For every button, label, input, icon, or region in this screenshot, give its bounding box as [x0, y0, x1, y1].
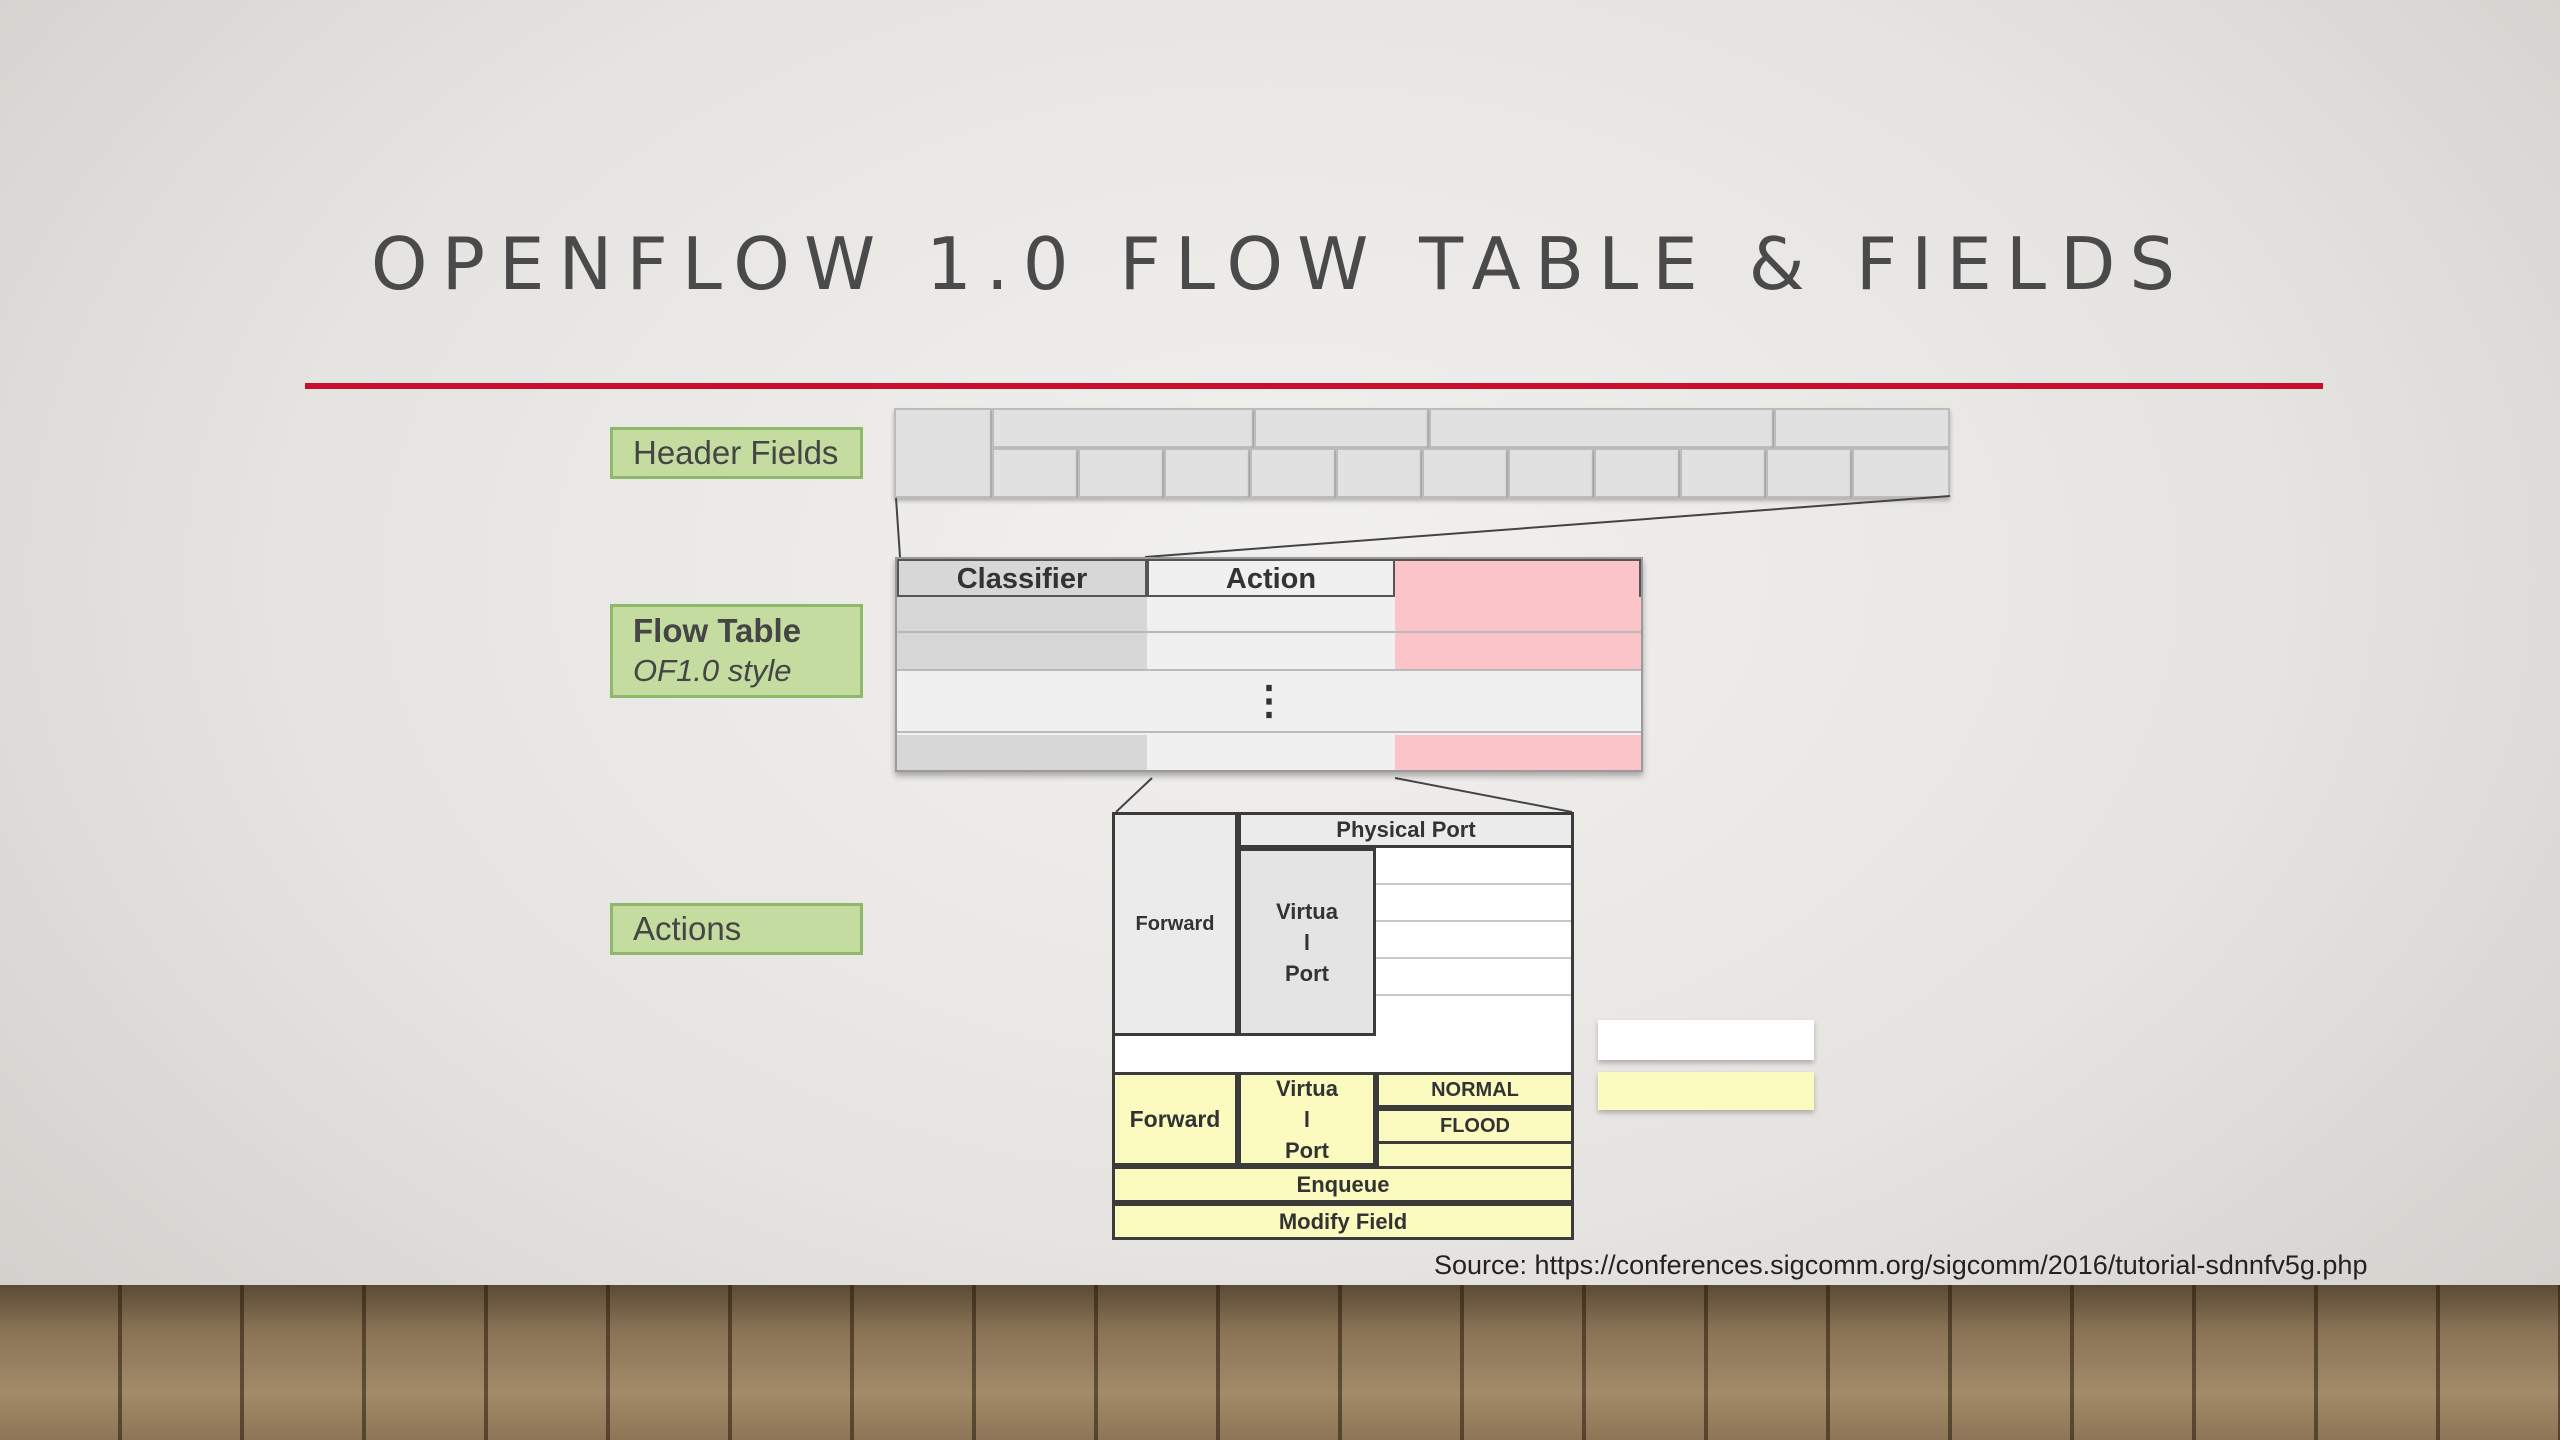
- header-field-cell: [992, 448, 1078, 498]
- wood-floor-background: [0, 1285, 2560, 1440]
- action-virtual-port: Virtua l Port: [1238, 848, 1376, 1036]
- header-field-cell: [1852, 448, 1950, 498]
- flow-table: Classifier Action ⋮: [895, 557, 1643, 772]
- header-field-cell: [1508, 448, 1594, 498]
- label-actions-text: Actions: [633, 910, 742, 947]
- header-field-cell: [1078, 448, 1164, 498]
- flow-entry-classifier: [897, 735, 1147, 770]
- virtual-port-list: [1376, 848, 1574, 1036]
- label-flow-table-style: OF1.0 style: [633, 653, 792, 688]
- label-flow-table: Flow Table OF1.0 style: [610, 604, 863, 698]
- header-field-cell: [1422, 448, 1508, 498]
- actions-table: Forward Physical Port Virtua l Port Forw…: [1112, 812, 1574, 1240]
- header-field-cell: [1429, 408, 1774, 448]
- virtual-port-slot: [1376, 922, 1571, 959]
- header-field-cell: [1164, 448, 1250, 498]
- flow-entry-action: [1147, 735, 1395, 770]
- flow-table-ellipsis: ⋮: [897, 669, 1641, 733]
- action-physical-port: Physical Port: [1238, 812, 1574, 848]
- flow-entry-stats: [1395, 735, 1641, 770]
- connector-line: [1115, 777, 1153, 813]
- legend-required-swatch: [1598, 1020, 1814, 1060]
- flow-entry-action: [1147, 597, 1395, 633]
- flow-table-header-classifier: Classifier: [897, 559, 1147, 597]
- action-virtual-port-yellow: Virtua l Port: [1238, 1072, 1376, 1166]
- flow-entry-stats: [1395, 633, 1641, 669]
- flow-entry-classifier: [897, 597, 1147, 633]
- flow-entry-action: [1147, 633, 1395, 669]
- virtual-port-slot: [1376, 885, 1571, 922]
- action-filler: [1376, 1144, 1574, 1166]
- header-field-cell: [1254, 408, 1429, 448]
- label-header-fields-text: Header Fields: [633, 434, 839, 471]
- legend-optional-swatch: [1598, 1072, 1814, 1110]
- action-modify-field: Modify Field: [1112, 1203, 1574, 1240]
- label-flow-table-text: Flow Table: [633, 612, 802, 649]
- virtual-port-slot: [1376, 848, 1571, 885]
- action-forward: Forward: [1112, 812, 1238, 1036]
- action-flood: FLOOD: [1376, 1108, 1574, 1144]
- action-enqueue: Enqueue: [1112, 1166, 1574, 1203]
- virtual-port-slot: [1376, 959, 1571, 996]
- connector-line: [1144, 495, 1951, 558]
- label-actions: Actions: [610, 903, 863, 955]
- header-field-cell: [1680, 448, 1766, 498]
- header-field-cell: [992, 408, 1254, 448]
- action-forward-yellow: Forward: [1112, 1072, 1238, 1166]
- flow-entry-stats: [1395, 597, 1641, 633]
- header-fields-strip: [894, 408, 1950, 498]
- flow-entry-classifier: [897, 633, 1147, 669]
- header-field-cell: [1594, 448, 1680, 498]
- actions-spacer-row: [1112, 1036, 1574, 1072]
- title-divider: [305, 383, 2323, 389]
- header-field-cell: [1250, 448, 1336, 498]
- virtual-port-slot: [1376, 996, 1571, 1033]
- header-field-cell: [1774, 408, 1950, 448]
- header-field-cell: [1336, 448, 1422, 498]
- header-field-cell: [894, 408, 992, 498]
- action-normal: NORMAL: [1376, 1072, 1574, 1108]
- flow-table-header-stats: [1395, 559, 1641, 597]
- connector-line: [895, 497, 901, 558]
- connector-line: [1394, 777, 1573, 813]
- source-citation: Source: https://conferences.sigcomm.org/…: [1434, 1250, 2368, 1280]
- header-field-cell: [1766, 448, 1852, 498]
- slide-title: OPENFLOW 1.0 FLOW TABLE & FIELDS: [370, 222, 2190, 306]
- flow-table-header-action: Action: [1147, 559, 1395, 597]
- label-header-fields: Header Fields: [610, 427, 863, 479]
